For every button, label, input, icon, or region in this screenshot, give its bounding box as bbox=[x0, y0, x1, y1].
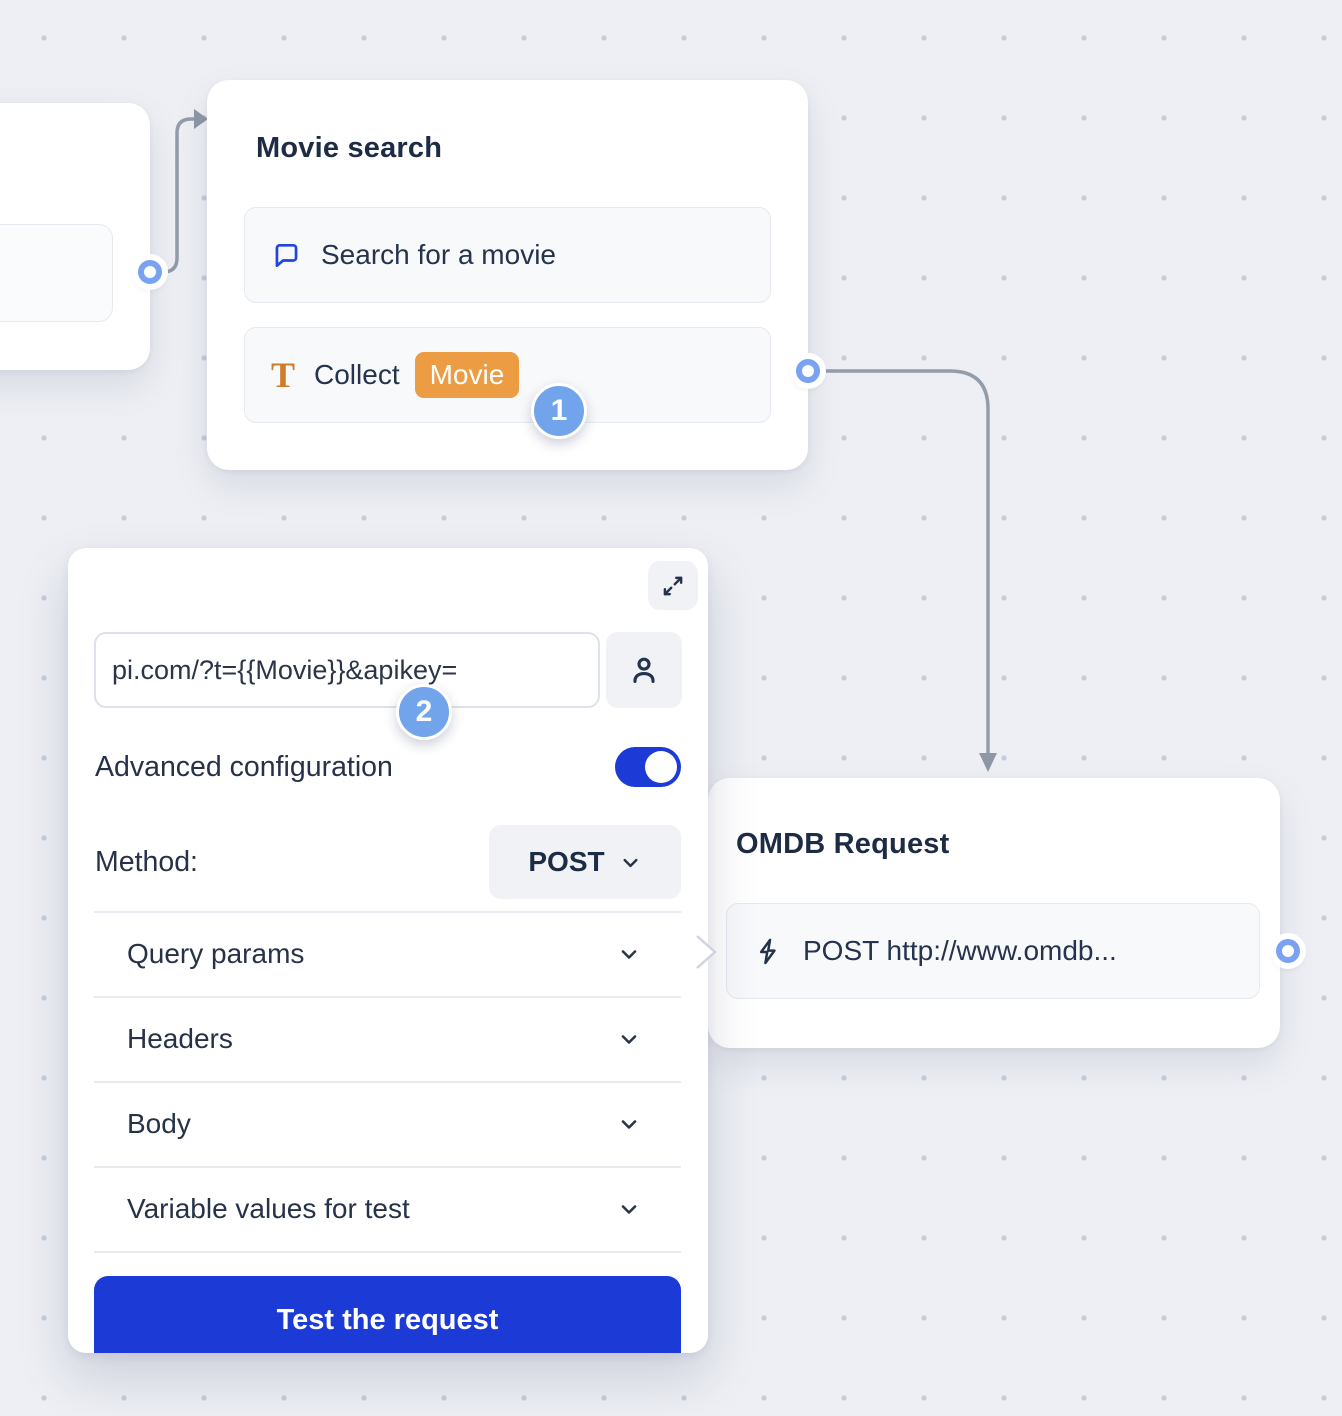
text-input-icon: T bbox=[271, 355, 296, 395]
divider bbox=[94, 911, 681, 913]
section-headers[interactable]: Headers bbox=[127, 997, 641, 1081]
connector-arrowhead-right-icon bbox=[194, 109, 208, 129]
divider bbox=[94, 996, 681, 998]
webhook-config-panel: Advanced configuration Method: POST Quer… bbox=[68, 548, 708, 1353]
connector-left-to-movie-search bbox=[153, 117, 194, 274]
step-2-badge: 2 bbox=[396, 684, 452, 740]
connector-arrowhead-down-icon bbox=[979, 753, 997, 772]
omdb-input-port-chevron-icon[interactable] bbox=[694, 932, 720, 972]
partial-node[interactable] bbox=[0, 103, 150, 370]
lightning-icon bbox=[753, 936, 784, 967]
section-body[interactable]: Body bbox=[127, 1082, 641, 1166]
chat-bubble-icon bbox=[271, 240, 302, 271]
person-icon bbox=[633, 657, 655, 683]
step-1-badge: 1 bbox=[531, 383, 587, 439]
body-label: Body bbox=[127, 1108, 191, 1139]
omdb-post-label: POST http://www.omdb... bbox=[803, 935, 1117, 966]
partial-node-item[interactable] bbox=[0, 224, 113, 322]
variable-values-label: Variable values for test bbox=[127, 1193, 410, 1224]
collect-label: Collect bbox=[314, 359, 400, 390]
partial-node-output-port[interactable] bbox=[138, 260, 162, 284]
expand-panel-button[interactable] bbox=[648, 561, 698, 610]
method-dropdown[interactable]: POST bbox=[489, 825, 681, 899]
divider bbox=[94, 1251, 681, 1253]
omdb-output-port[interactable] bbox=[1276, 939, 1300, 963]
advanced-configuration-row: Advanced configuration bbox=[95, 746, 681, 788]
movie-search-output-port[interactable] bbox=[796, 359, 820, 383]
movie-search-node-title: Movie search bbox=[256, 132, 443, 164]
method-value: POST bbox=[528, 846, 605, 877]
variable-insert-button[interactable] bbox=[606, 632, 682, 708]
divider bbox=[94, 1166, 681, 1168]
omdb-request-node[interactable]: OMDB Request POST http://www.omdb... bbox=[708, 778, 1280, 1048]
movie-variable-chip[interactable]: Movie bbox=[414, 352, 520, 398]
chevron-down-icon bbox=[621, 1035, 637, 1044]
test-request-button[interactable]: Test the request bbox=[94, 1276, 681, 1353]
chevron-down-icon bbox=[621, 1120, 637, 1129]
collect-movie-item[interactable]: T Collect Movie bbox=[244, 327, 771, 423]
omdb-post-item[interactable]: POST http://www.omdb... bbox=[726, 903, 1260, 999]
omdb-request-node-title: OMDB Request bbox=[736, 828, 950, 860]
chevron-down-icon bbox=[621, 1205, 637, 1214]
headers-label: Headers bbox=[127, 1023, 233, 1054]
movie-search-node[interactable]: Movie search Search for a movie T Collec… bbox=[207, 80, 808, 470]
section-variable-values[interactable]: Variable values for test bbox=[127, 1167, 641, 1251]
expand-icon bbox=[663, 576, 683, 595]
chevron-down-icon bbox=[623, 858, 638, 867]
query-params-label: Query params bbox=[127, 938, 305, 969]
divider bbox=[94, 1081, 681, 1083]
connector-movie-search-to-omdb bbox=[814, 369, 990, 754]
section-query-params[interactable]: Query params bbox=[127, 912, 641, 996]
method-row: Method: POST bbox=[95, 825, 681, 899]
toggle-knob bbox=[645, 751, 677, 783]
search-for-movie-label: Search for a movie bbox=[321, 239, 556, 270]
request-url-input[interactable] bbox=[94, 632, 600, 708]
search-for-movie-item[interactable]: Search for a movie bbox=[244, 207, 771, 303]
chevron-down-icon bbox=[621, 950, 637, 959]
method-label: Method: bbox=[95, 845, 198, 878]
advanced-configuration-label: Advanced configuration bbox=[95, 750, 393, 783]
advanced-configuration-toggle[interactable] bbox=[615, 747, 681, 787]
